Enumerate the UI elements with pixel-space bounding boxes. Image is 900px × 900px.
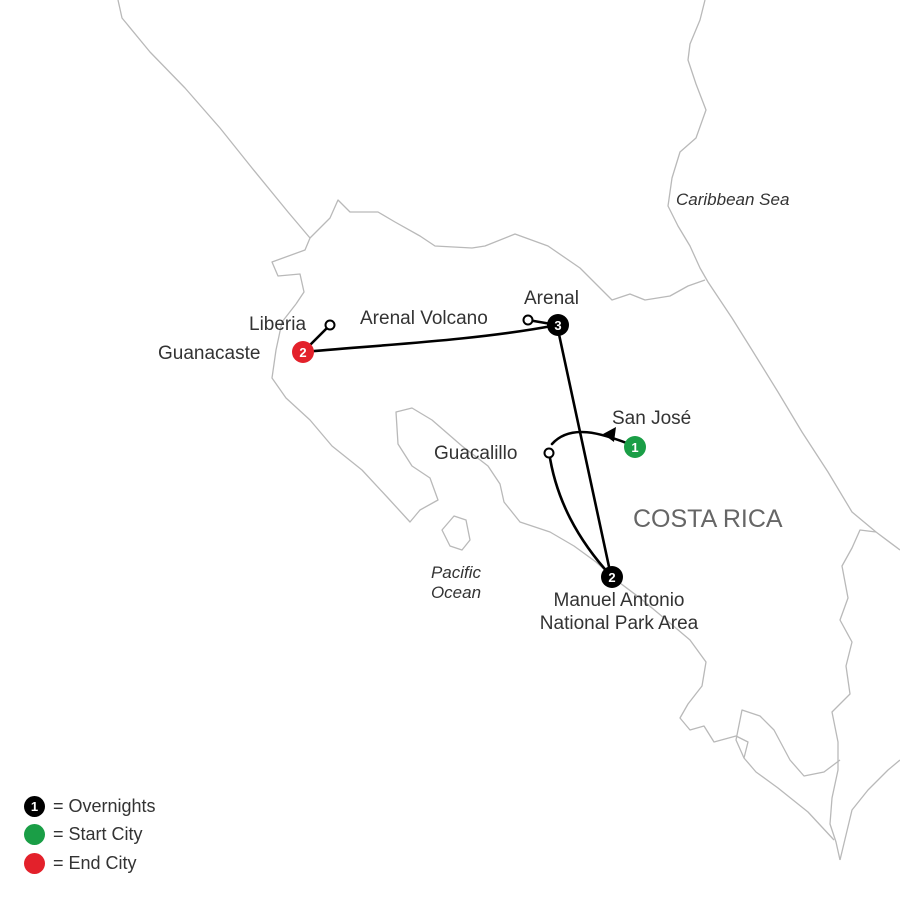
city-label-arenal-volcano: Arenal Volcano [360, 308, 488, 329]
pacific-coastline [271, 303, 841, 841]
stop-marker-arenal-volcano [522, 314, 534, 326]
country-borders [117, 0, 900, 861]
pacific-ocean-label-line2: Ocean [431, 583, 481, 602]
badge-arenal: 3 [547, 314, 569, 336]
route-sanjose-guacalillo [550, 430, 636, 448]
map-legend: 1 = Overnights = Start City = End City [24, 792, 156, 878]
tour-route [301, 318, 636, 578]
city-label-liberia: Liberia [249, 314, 306, 335]
legend-item-start-city: = Start City [24, 821, 156, 850]
svg-text:2: 2 [299, 345, 306, 360]
legend-dot-end-city [24, 852, 45, 874]
city-label-san-jose: San José [612, 408, 691, 429]
caribbean-sea-label: Caribbean Sea [676, 190, 789, 209]
legend-item-overnights: 1 = Overnights [24, 792, 156, 821]
legend-text-overnights: = Overnights [53, 795, 156, 816]
svg-text:1: 1 [631, 440, 638, 455]
legend-dot-start-city [24, 824, 45, 846]
city-label-arenal: Arenal [524, 288, 579, 309]
legend-text-start-city: = Start City [53, 824, 143, 845]
legend-text-end-city: = End City [53, 852, 137, 873]
route-direction-arrow [603, 427, 616, 442]
legend-item-end-city: = End City [24, 849, 156, 878]
city-label-manuel-antonio-line2: National Park Area [540, 613, 699, 634]
city-label-guacalillo: Guacalillo [434, 443, 517, 464]
svg-text:2: 2 [608, 570, 615, 585]
city-label-manuel-antonio-line1: Manuel Antonio [554, 590, 685, 611]
route-arenal-guanacaste [301, 323, 559, 354]
badge-san-jose: 1 [624, 436, 646, 458]
badge-manuel-antonio: 2 [601, 566, 623, 588]
route-guacalillo-manuelantonio [547, 450, 613, 578]
route-manuelantonio-arenal [555, 323, 613, 578]
badge-guanacaste: 2 [292, 341, 314, 363]
legend-dot-overnights: 1 [24, 795, 45, 817]
stop-marker-liberia [324, 319, 336, 331]
country-label: COSTA RICA [633, 505, 783, 533]
stop-marker-guacalillo [543, 447, 555, 459]
svg-text:3: 3 [554, 318, 561, 333]
city-label-guanacaste: Guanacaste [158, 343, 260, 364]
pacific-ocean-label-line1: Pacific [431, 563, 482, 582]
